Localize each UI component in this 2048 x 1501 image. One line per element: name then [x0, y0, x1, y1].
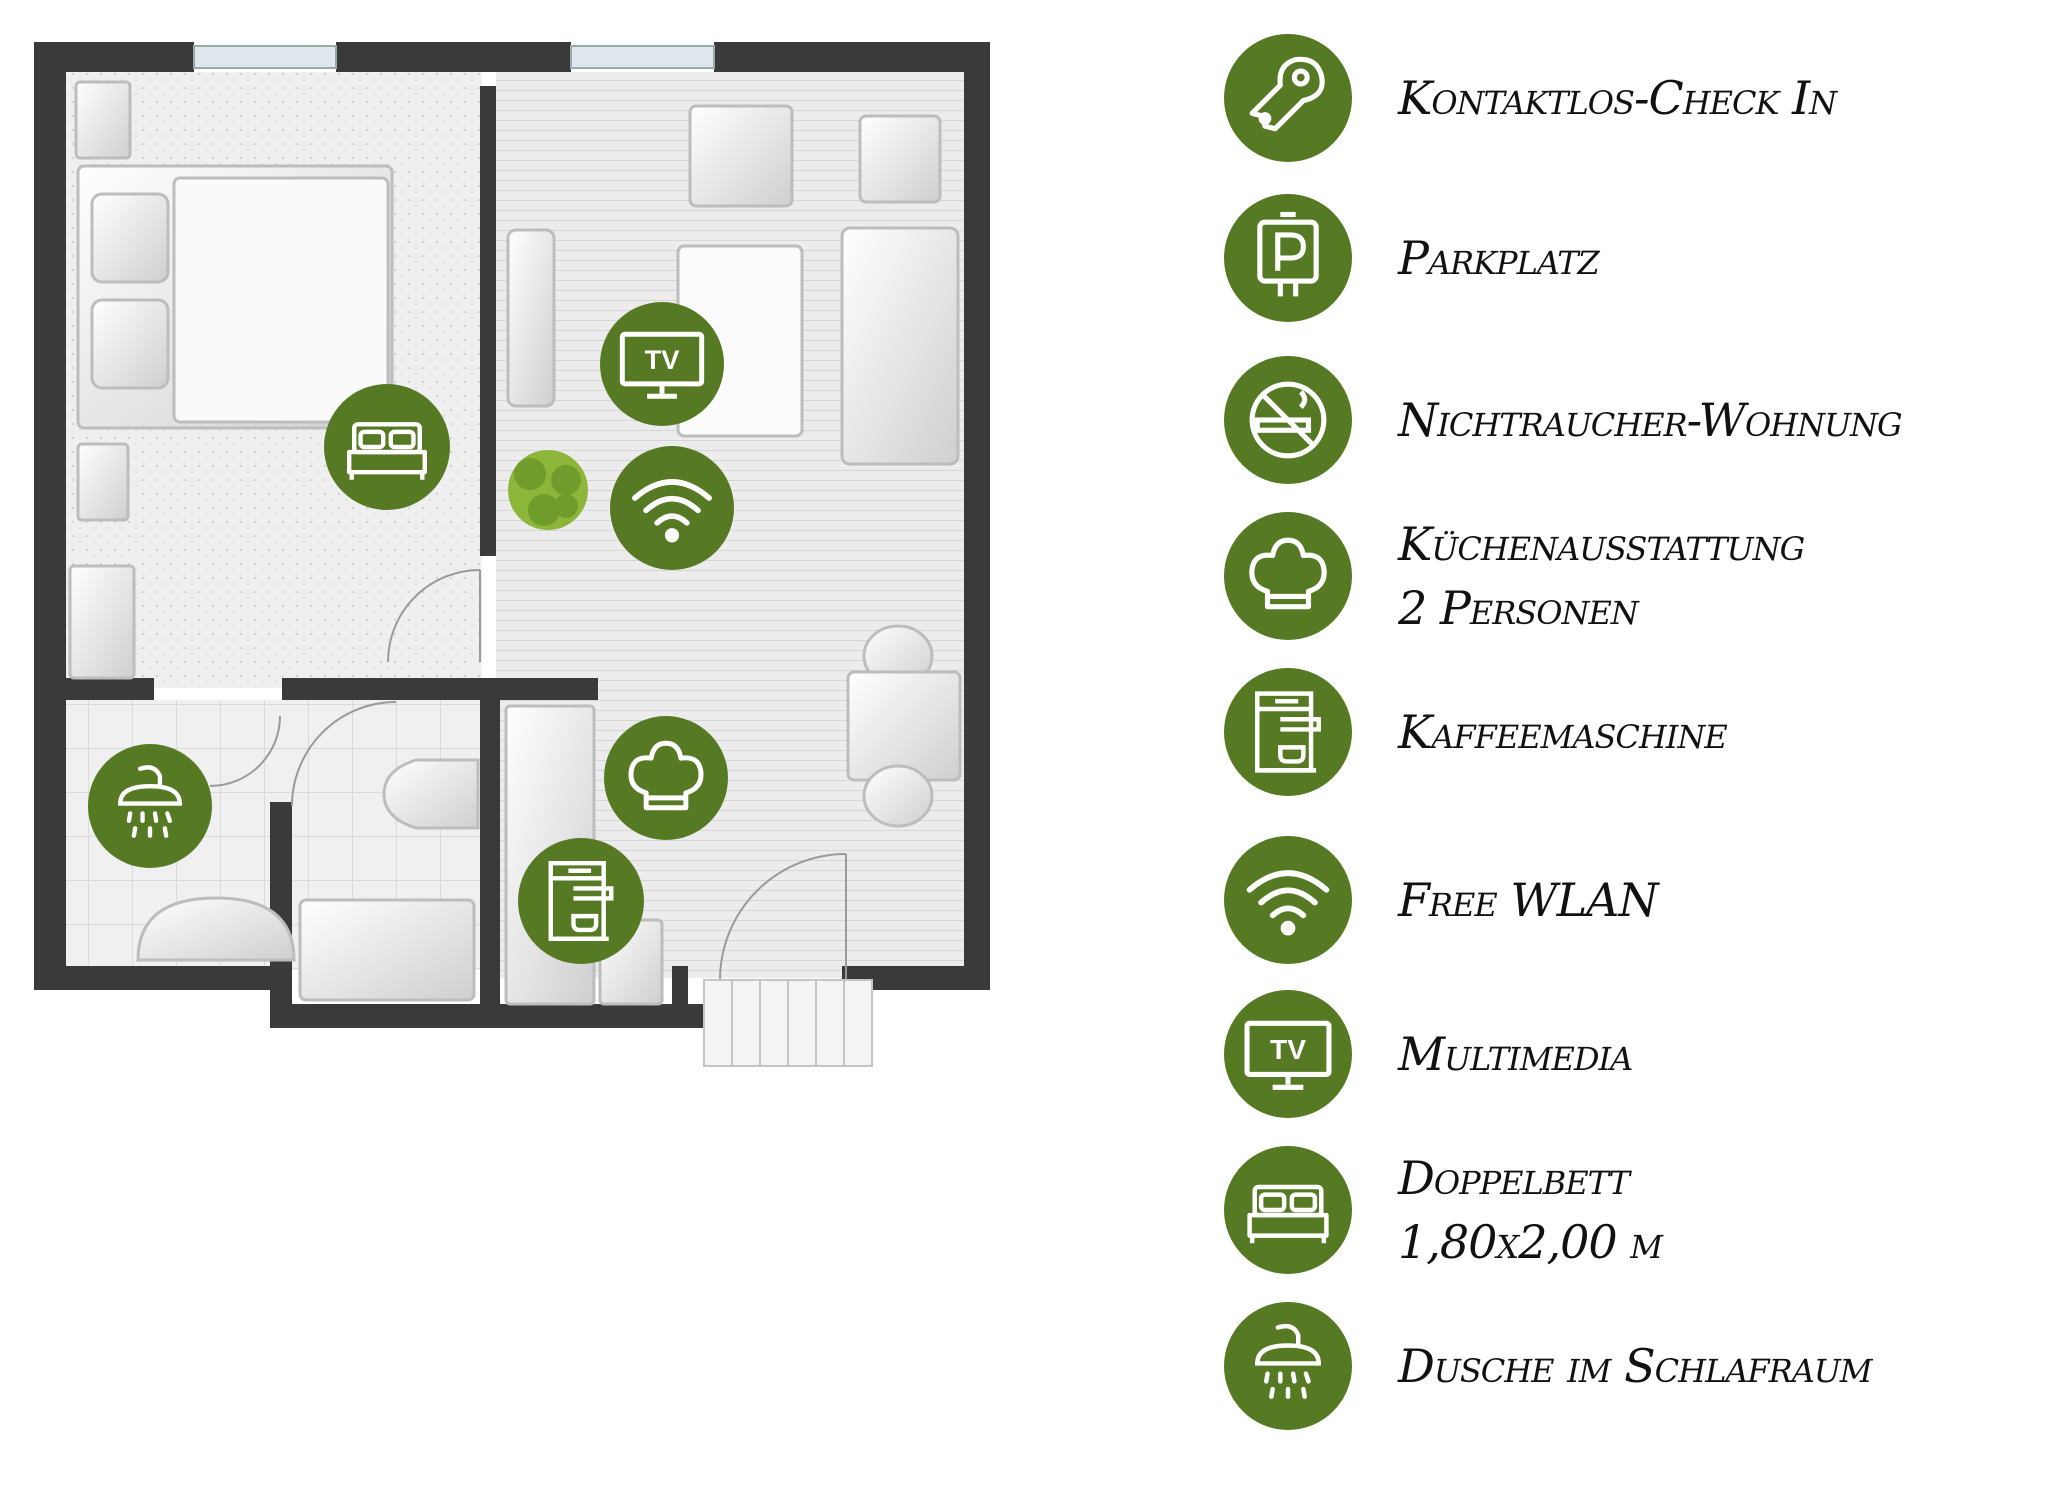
coffee-machine-icon	[548, 860, 614, 942]
tv-pin: TV	[600, 302, 724, 426]
legend-label: Kontaktlos-Check In	[1398, 71, 1837, 125]
shower-icon	[118, 765, 182, 838]
doors	[209, 569, 847, 981]
legend-item: Parkplatz	[1224, 194, 1600, 322]
legend-item: Kaffeemaschine	[1224, 668, 1728, 796]
bed-icon	[1224, 1146, 1352, 1274]
shower-pin	[88, 744, 212, 868]
tv-text: TV	[645, 344, 680, 375]
legend-item: TV Multimedia	[1224, 990, 1633, 1118]
legend-item: Free WLAN	[1224, 836, 1659, 964]
furniture	[68, 80, 962, 1006]
legend-item: Kontaktlos-Check In	[1224, 34, 1837, 162]
coffee-machine-icon	[1224, 668, 1352, 796]
tv-icon: TV	[619, 331, 705, 399]
window	[570, 45, 715, 69]
plant	[508, 450, 588, 530]
chef-hat-icon	[1224, 512, 1352, 640]
chef-hat-icon	[628, 740, 704, 811]
amenities-legend: Kontaktlos-Check In Parkplatz Nichtrauch…	[1224, 0, 2024, 1501]
walls	[34, 42, 990, 1028]
legend-label: Kaffeemaschine	[1398, 705, 1728, 759]
wifi-icon	[1224, 836, 1352, 964]
legend-label: Parkplatz	[1398, 231, 1600, 285]
entrance-steps	[703, 979, 873, 1067]
legend-label: Nichtraucher-Wohnung	[1398, 393, 1903, 447]
coffee-pin	[518, 838, 644, 964]
key-icon	[1224, 34, 1352, 162]
parking-icon	[1224, 194, 1352, 322]
tv-text: TV	[1270, 1034, 1306, 1065]
legend-label: Multimedia	[1398, 1027, 1633, 1081]
kitchen-pin	[604, 716, 728, 840]
no-smoking-icon	[1224, 356, 1352, 484]
legend-label: Free WLAN	[1398, 873, 1659, 927]
bed-icon	[346, 422, 428, 480]
window	[193, 45, 337, 69]
floor-plan	[34, 42, 990, 1067]
bed-pin	[324, 384, 450, 510]
tv-icon: TV	[1224, 990, 1352, 1118]
legend-label: Dusche im Schlafraum	[1398, 1339, 1873, 1393]
legend-item: Nichtraucher-Wohnung	[1224, 356, 1903, 484]
wifi-pin	[610, 446, 734, 570]
shower-icon	[1224, 1302, 1352, 1430]
legend-item: Dusche im Schlafraum	[1224, 1302, 1873, 1430]
wifi-icon	[632, 479, 712, 543]
